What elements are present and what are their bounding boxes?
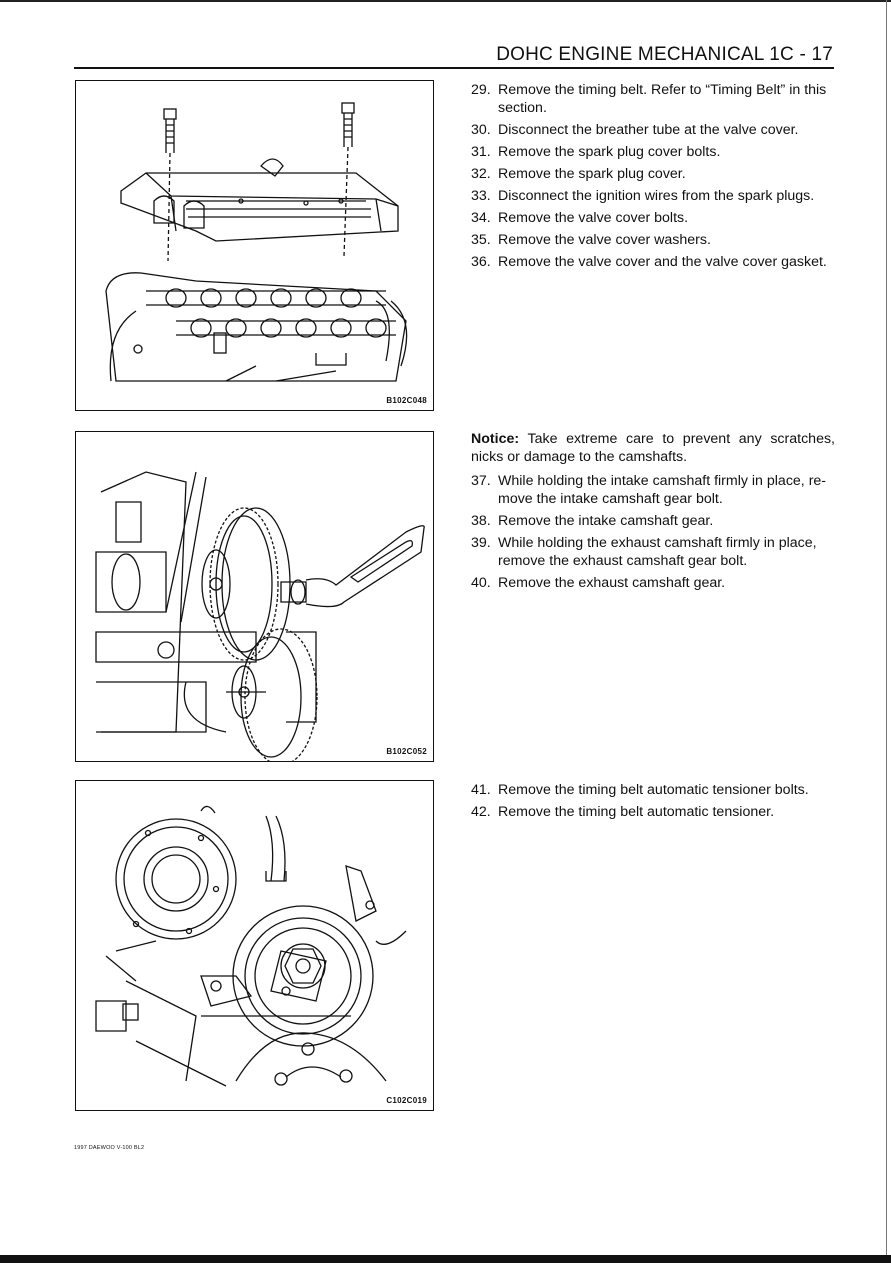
step-number: 41. bbox=[471, 782, 491, 798]
step-text: Remove the spark plug cover. bbox=[498, 166, 686, 182]
step-item: 30. Disconnect the breather tube at the v… bbox=[471, 121, 837, 139]
step-item: 38. Remove the intake camshaft gear. bbox=[471, 512, 837, 530]
step-text: While holding the exhaust camshaft firml… bbox=[498, 535, 817, 569]
step-number: 33. bbox=[471, 188, 491, 204]
step-number: 36. bbox=[471, 254, 491, 270]
step-text: Remove the valve cover bolts. bbox=[498, 210, 689, 226]
step-item: 34. Remove the valve cover bolts. bbox=[471, 209, 837, 227]
lower-camshaft-gear-icon bbox=[231, 628, 318, 761]
step-text: While holding the intake camshaft firmly… bbox=[498, 473, 827, 507]
step-item: 37. While holding the intake camshaft fir… bbox=[471, 472, 837, 508]
camshaft-pulley-icon bbox=[115, 805, 237, 940]
step-text: Remove the spark plug cover bolts. bbox=[498, 144, 721, 160]
step-text: Remove the valve cover and the valve cov… bbox=[498, 254, 827, 270]
step-text: Disconnect the breather tube at the valv… bbox=[498, 122, 799, 138]
step-number: 29. bbox=[471, 82, 491, 98]
page-header-title: DOHC ENGINE MECHANICAL 1C - 17 bbox=[496, 44, 833, 65]
step-item: 35. Remove the valve cover washers. bbox=[471, 231, 837, 249]
tensioner-pulley-icon bbox=[232, 905, 374, 1047]
figure-code: B102C048 bbox=[386, 396, 427, 405]
timing-belt-tensioner-illustration-icon bbox=[95, 805, 407, 1087]
step-item: 29. Remove the timing belt. Refer to “Tim… bbox=[471, 81, 837, 117]
step-text: Remove the intake camshaft gear. bbox=[498, 513, 714, 529]
bolt-left-icon bbox=[163, 108, 177, 262]
step-item: 41. Remove the timing belt automatic tens… bbox=[471, 781, 837, 799]
figure-timing-belt-tensioner: C102C019 bbox=[75, 780, 434, 1111]
figure-code: C102C019 bbox=[386, 1096, 427, 1105]
wrench-icon bbox=[280, 525, 425, 608]
top-border bbox=[0, 0, 891, 2]
step-number: 34. bbox=[471, 210, 491, 226]
step-text: Remove the timing belt. Refer to “Timing… bbox=[498, 82, 827, 116]
step-text: Remove the timing belt automatic tension… bbox=[498, 782, 809, 798]
notice-paragraph: Notice: Take extreme care to prevent any… bbox=[471, 430, 835, 466]
step-number: 35. bbox=[471, 232, 491, 248]
figure-code: B102C052 bbox=[386, 747, 427, 756]
step-item: 39. While holding the exhaust camshaft fi… bbox=[471, 534, 837, 570]
step-number: 37. bbox=[471, 473, 491, 489]
step-item: 33. Disconnect the ignition wires from th… bbox=[471, 187, 837, 205]
step-item: 36. Remove the valve cover and the valve … bbox=[471, 253, 837, 271]
page-footer: 1997 DAEWOO V-100 BL2 bbox=[74, 1145, 145, 1151]
step-number: 42. bbox=[471, 804, 491, 820]
step-number: 32. bbox=[471, 166, 491, 182]
step-text: Disconnect the ignition wires from the s… bbox=[498, 188, 815, 204]
notice-text: Take extreme care to prevent any scratch… bbox=[471, 431, 835, 465]
steps-section-2: 37. While holding the intake camshaft fir… bbox=[471, 472, 837, 596]
header-rule bbox=[74, 67, 834, 69]
figure-valve-cover: B102C048 bbox=[75, 80, 434, 411]
upper-camshaft-gear-icon bbox=[201, 507, 291, 661]
bottom-border bbox=[0, 1255, 891, 1263]
camshaft-gear-wrench-illustration-icon bbox=[95, 471, 425, 761]
step-number: 30. bbox=[471, 122, 491, 138]
idler-pulley-icon bbox=[235, 1032, 387, 1086]
step-item: 32. Remove the spark plug cover. bbox=[471, 165, 837, 183]
step-text: Remove the timing belt automatic tension… bbox=[498, 804, 775, 820]
steps-section-1: 29. Remove the timing belt. Refer to “Tim… bbox=[471, 81, 837, 275]
figure-camshaft-gear: B102C052 bbox=[75, 431, 434, 762]
step-item: 40. Remove the exhaust camshaft gear. bbox=[471, 574, 837, 592]
steps-section-3: 41. Remove the timing belt automatic tens… bbox=[471, 781, 837, 825]
bolt-right-icon bbox=[341, 102, 355, 257]
page-edge bbox=[886, 0, 887, 1263]
camshaft-lower-icon bbox=[176, 318, 396, 338]
step-number: 31. bbox=[471, 144, 491, 160]
valve-cover-illustration-icon bbox=[105, 102, 408, 382]
step-item: 31. Remove the spark plug cover bolts. bbox=[471, 143, 837, 161]
notice-label: Notice: bbox=[471, 431, 520, 447]
step-item: 42. Remove the timing belt automatic tens… bbox=[471, 803, 837, 821]
camshaft-upper-icon bbox=[146, 288, 386, 308]
step-text: Remove the exhaust camshaft gear. bbox=[498, 575, 726, 591]
step-number: 39. bbox=[471, 535, 491, 551]
step-number: 38. bbox=[471, 513, 491, 529]
step-text: Remove the valve cover washers. bbox=[498, 232, 711, 248]
step-number: 40. bbox=[471, 575, 491, 591]
